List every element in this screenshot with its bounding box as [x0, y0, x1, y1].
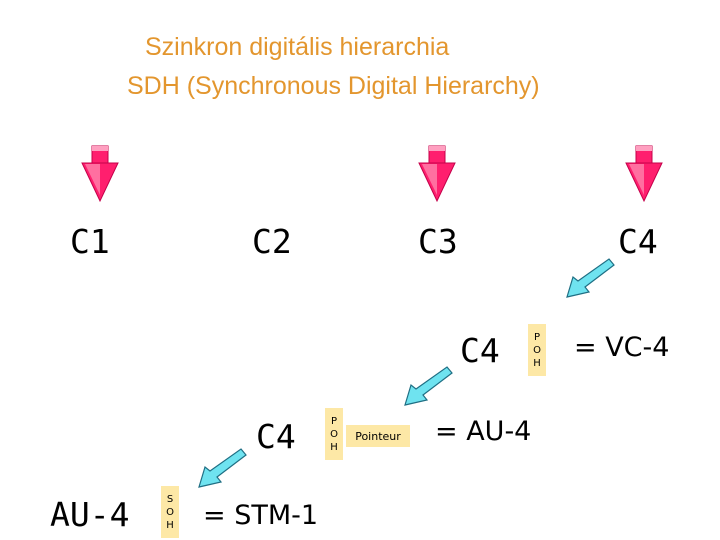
stm1-equals: = STM-1: [203, 500, 319, 531]
down-arrow-icon: [81, 145, 119, 203]
soh-letter: O: [166, 506, 174, 518]
poh-letter: O: [533, 344, 541, 356]
down-arrow-icon: [625, 145, 663, 203]
container-c2: C2: [252, 222, 292, 261]
vc4-poh-block: P O H: [528, 324, 546, 376]
poh-letter: H: [330, 441, 338, 453]
diagonal-arrow-icon: [198, 448, 247, 488]
stm1-container-label: AU-4: [50, 495, 130, 534]
vc4-container-label: C4: [460, 331, 500, 370]
au4-poh-block: P O H: [325, 408, 343, 460]
au4-pointer-block: Pointeur: [346, 425, 410, 447]
soh-letter: S: [166, 493, 174, 505]
soh-letter: H: [166, 519, 174, 531]
container-c1: C1: [70, 222, 110, 261]
au4-container-label: C4: [256, 417, 296, 456]
poh-letter: P: [330, 415, 338, 427]
stm1-soh-block: S O H: [161, 486, 179, 538]
vc4-equals: = VC-4: [574, 332, 670, 363]
title-line-1: Szinkron digitális hierarchia: [145, 33, 450, 61]
down-arrow-icon: [418, 145, 456, 203]
poh-letter: P: [533, 331, 541, 343]
poh-letter: O: [330, 428, 338, 440]
diagonal-arrow-icon: [566, 258, 615, 298]
au4-equals: = AU-4: [435, 416, 532, 447]
container-c3: C3: [418, 222, 458, 261]
diagonal-arrow-icon: [404, 366, 453, 406]
title-line-2: SDH (Synchronous Digital Hierarchy): [127, 72, 540, 100]
poh-letter: H: [533, 357, 541, 369]
container-c4: C4: [618, 222, 658, 261]
